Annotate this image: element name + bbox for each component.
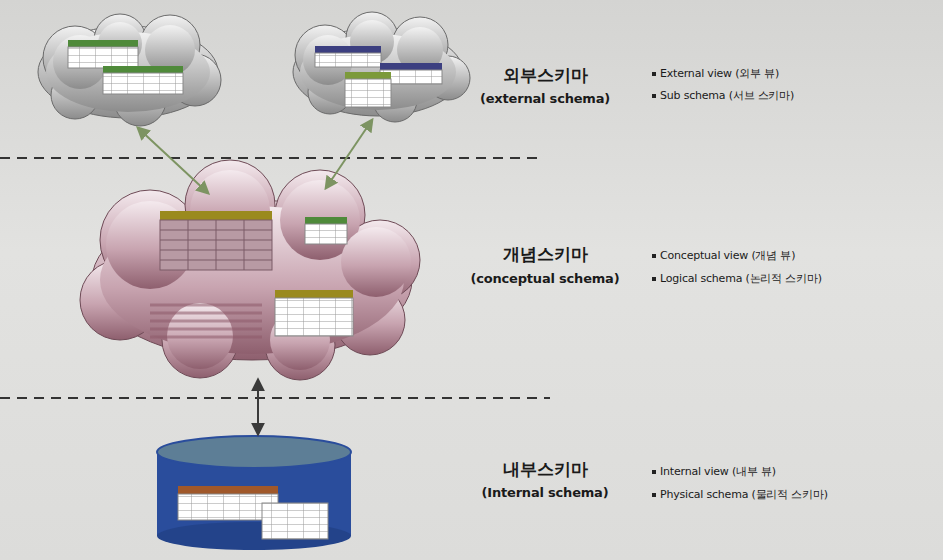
bullet-marker xyxy=(652,493,656,497)
mapping-arrow xyxy=(326,120,372,188)
schema-level-name: 외부스키마 xyxy=(503,64,588,87)
bullet-item: Internal view (내부 뷰) xyxy=(652,464,776,479)
data-table xyxy=(315,46,442,107)
mapping-arrow xyxy=(257,380,259,434)
bullet-item: Physical schema (물리적 스키마) xyxy=(652,487,828,502)
bullet-marker xyxy=(652,470,656,474)
schema-level-english: (external schema) xyxy=(480,91,610,106)
database-cylinder xyxy=(157,436,351,550)
level-separator xyxy=(0,157,540,159)
view-term: Internal view (내부 뷰) xyxy=(660,464,776,479)
level-separator xyxy=(0,397,550,399)
view-term: Conceptual view (개념 뷰) xyxy=(660,248,795,263)
schema-level-english: (conceptual schema) xyxy=(471,271,620,286)
schema-level-name: 개념스키마 xyxy=(503,243,588,266)
view-term: Physical schema (물리적 스키마) xyxy=(660,487,828,502)
bullet-marker xyxy=(652,254,656,258)
external-cloud xyxy=(293,12,470,122)
bullet-item: External view (외부 뷰) xyxy=(652,66,779,81)
view-term: Logical schema (논리적 스키마) xyxy=(660,271,822,286)
bullet-marker xyxy=(652,94,656,98)
bullet-item: Sub schema (서브 스키마) xyxy=(652,88,794,103)
schema-level-english: (Internal schema) xyxy=(482,485,609,500)
bullet-item: Conceptual view (개념 뷰) xyxy=(652,248,795,263)
conceptual-cloud xyxy=(80,160,420,380)
view-term: External view (외부 뷰) xyxy=(660,66,779,81)
bullet-marker xyxy=(652,277,656,281)
schema-level-name: 내부스키마 xyxy=(503,458,588,481)
view-term: Sub schema (서브 스키마) xyxy=(660,88,794,103)
mapping-arrow xyxy=(138,128,208,193)
data-table xyxy=(150,211,353,337)
external-cloud xyxy=(38,14,221,126)
bullet-marker xyxy=(652,72,656,76)
data-table xyxy=(68,40,183,94)
data-table xyxy=(178,486,328,539)
bullet-item: Logical schema (논리적 스키마) xyxy=(652,271,822,286)
